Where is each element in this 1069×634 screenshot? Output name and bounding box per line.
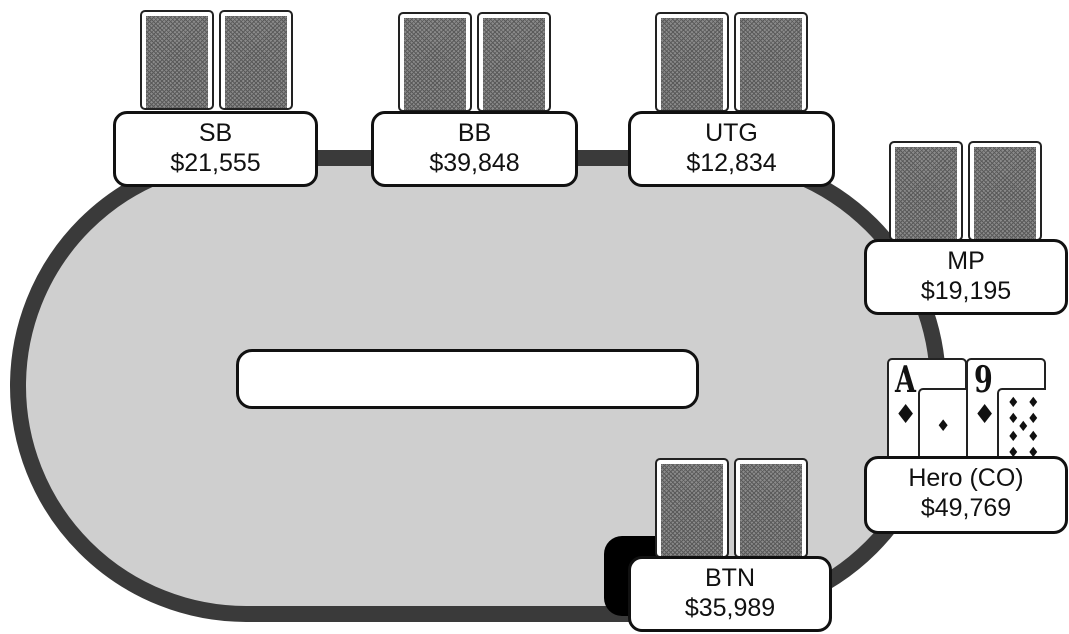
seat-stack: $35,989	[631, 593, 829, 623]
seat-bb[interactable]: BB $39,848	[371, 111, 578, 187]
seat-mp[interactable]: MP $19,195	[864, 239, 1068, 315]
seat-name: MP	[867, 246, 1065, 276]
diamond-icon: ♦	[1027, 396, 1040, 410]
card-rank: 9	[974, 362, 993, 398]
seat-stack: $39,848	[374, 148, 575, 178]
diamond-icon: ♦	[973, 402, 996, 428]
seat-btn[interactable]: BTN $35,989	[628, 556, 832, 632]
utg-card-back-1	[655, 12, 729, 112]
seat-hero[interactable]: Hero (CO) $49,769	[864, 456, 1068, 534]
sb-card-back-2	[219, 10, 293, 110]
seat-name: BB	[374, 118, 575, 148]
seat-name: UTG	[631, 118, 832, 148]
card-rank: A	[895, 362, 916, 398]
btn-card-back-2	[734, 458, 808, 558]
diamond-icon: ♦	[1007, 396, 1020, 410]
seat-name: Hero (CO)	[867, 463, 1065, 493]
seat-stack: $21,555	[116, 148, 315, 178]
seat-stack: $49,769	[867, 493, 1065, 523]
mp-card-back-2	[968, 141, 1042, 241]
community-card-area	[236, 349, 699, 409]
utg-card-back-2	[734, 12, 808, 112]
seat-stack: $19,195	[867, 276, 1065, 306]
diamond-icon: ♦	[894, 402, 917, 428]
seat-name: BTN	[631, 563, 829, 593]
seat-sb[interactable]: SB $21,555	[113, 111, 318, 187]
seat-name: SB	[116, 118, 315, 148]
seat-utg[interactable]: UTG $12,834	[628, 111, 835, 187]
seat-stack: $12,834	[631, 148, 832, 178]
bb-card-back-1	[398, 12, 472, 112]
diamond-icon: ♦	[1007, 430, 1020, 444]
diamond-icon: ♦	[1027, 430, 1040, 444]
sb-card-back-1	[140, 10, 214, 110]
btn-card-back-1	[655, 458, 729, 558]
bb-card-back-2	[477, 12, 551, 112]
mp-card-back-1	[889, 141, 963, 241]
diamond-icon: ♦	[936, 418, 950, 434]
